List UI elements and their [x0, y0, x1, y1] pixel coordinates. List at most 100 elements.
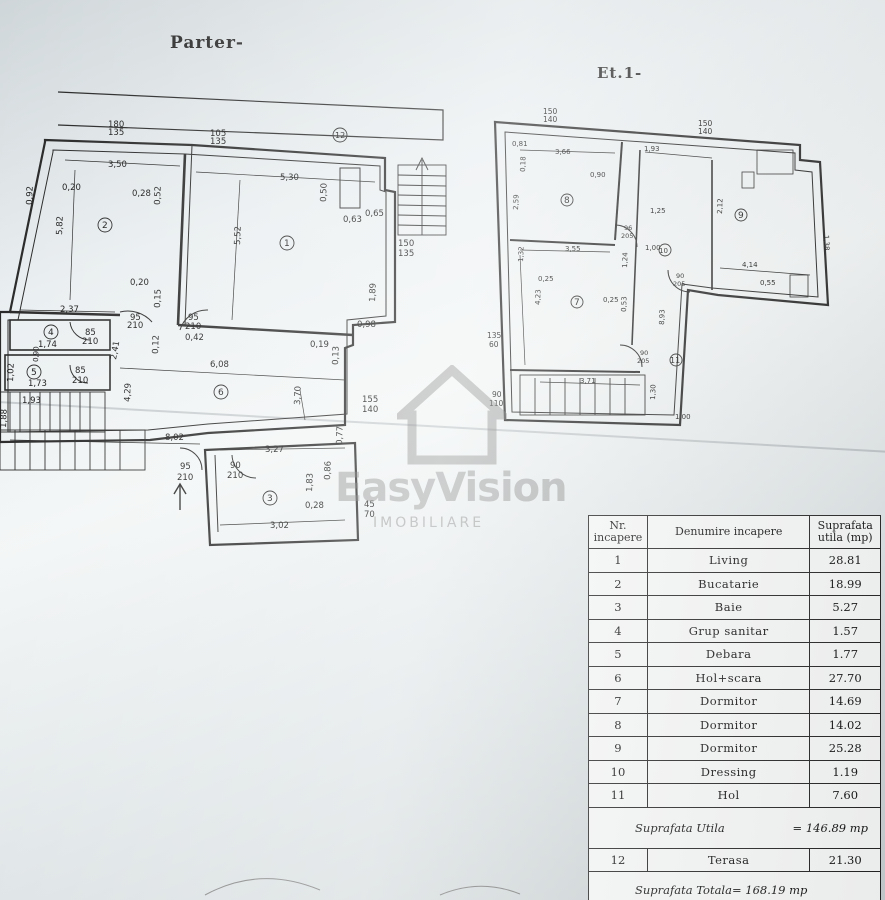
dim-label: 0,63 [343, 215, 362, 225]
useful-area-row: Suprafata Utila = 146.89 mp [588, 806, 881, 849]
dim-label: 4,14 [742, 261, 758, 269]
door-label: 210 [127, 321, 143, 331]
room-name-cell: Hol [646, 783, 811, 808]
dim-label: 150 [698, 119, 713, 128]
dim-label: 0,13 [331, 346, 342, 365]
total-area-label: Suprafata Totala [635, 883, 732, 897]
dim-label: 4,23 [534, 289, 543, 305]
room-label-2: 2 [102, 221, 108, 231]
dim-label: 3,50 [108, 160, 127, 170]
dim-label: 1,89 [368, 283, 379, 302]
dim-label: 135 [210, 137, 226, 147]
room-name-cell: Dormitor [646, 689, 811, 714]
dim-label: 0,15 [153, 289, 164, 308]
room-number-cell: 2 [588, 571, 648, 596]
header-room-name: Denumire incapere [646, 515, 811, 549]
room-number-cell: 10 [588, 759, 648, 784]
room-area-cell: 1.57 [809, 618, 881, 643]
dim-label: 45 [364, 500, 375, 510]
dim-label: 1,38 [822, 235, 831, 251]
first-outer-wall [493, 120, 830, 427]
first-floor-heading: Et.1- [597, 64, 643, 82]
dim-label: 2,12 [716, 198, 725, 214]
dim-label: 0,50 [319, 183, 330, 202]
dim-label: 3,55 [565, 245, 581, 253]
door-label: 95 [180, 462, 191, 472]
room-label-6: 6 [218, 388, 224, 398]
dim-label: 3,71 [580, 377, 596, 385]
ground-floor-plan [0, 91, 447, 547]
door-label: 210 [185, 322, 201, 332]
room-number-cell: 8 [588, 712, 648, 737]
dim-label: 0,20 [130, 278, 149, 288]
stamp-outline-2 [439, 885, 521, 896]
dim-label: 3,02 [270, 521, 289, 531]
dim-label: 140 [362, 405, 378, 415]
dim-label: 1,25 [650, 207, 666, 215]
header-area: Suprafata utila (mp) [809, 515, 881, 549]
dim-label: 1,93 [22, 396, 41, 406]
first-floor-plan [493, 120, 830, 427]
room-number-cell: 5 [588, 642, 648, 667]
dim-label: 0,86 [323, 461, 334, 480]
room-number-labels: 1 2 3 4 5 6 7 8 9 10 11 12 [31, 131, 744, 504]
door-label: 210 [72, 376, 88, 386]
useful-area-cell: Suprafata Utila = 146.89 mp [588, 806, 881, 849]
useful-area-label: Suprafata Utila [635, 820, 725, 835]
door-label: 95 [130, 313, 141, 323]
dim-label: 90 [640, 349, 648, 357]
dim-label: 0,28 [305, 501, 324, 511]
ground-outer-wall [0, 138, 397, 444]
dim-label: 0,18 [519, 156, 528, 172]
dim-label: 5,52 [233, 226, 244, 245]
dim-label: 6,08 [210, 360, 229, 370]
room-name-cell: Dormitor [646, 712, 811, 737]
room-label-11: 11 [670, 356, 680, 365]
room-area-cell: 14.69 [809, 689, 881, 714]
room-name-cell: Terasa [646, 847, 811, 872]
dim-label: 0,90 [590, 171, 606, 179]
dim-label: 3,66 [555, 148, 571, 156]
room-number-cell: 4 [588, 618, 648, 643]
dim-label: 0,25 [603, 296, 619, 304]
area-table-header: Nr. incapere Denumire incapere Suprafata… [588, 515, 881, 549]
area-table: Nr. incapere Denumire incapere Suprafata… [588, 515, 881, 900]
dim-label: 0,42 [185, 333, 204, 343]
dim-label: 205 [637, 357, 649, 365]
dim-label: 150 [543, 107, 558, 116]
dim-label: 0,19 [310, 340, 329, 350]
room-area-cell: 27.70 [809, 665, 881, 690]
dim-label: 8,93 [658, 309, 667, 325]
room-name-cell: Bucatarie [646, 571, 811, 596]
dim-label: 3,70 [293, 386, 304, 405]
first-floor-stairs [519, 374, 646, 416]
room-area-cell: 7.60 [809, 783, 881, 808]
dim-label: 96 [624, 224, 632, 232]
dim-label: 90 [492, 390, 502, 399]
dim-label: 1,00 [675, 413, 691, 421]
room-label-10: 10 [659, 247, 668, 255]
dim-label: 8,02 [165, 433, 184, 443]
dim-label: 0,92 [25, 186, 36, 205]
dim-label: 1,30 [649, 384, 658, 400]
door-label: 85 [85, 328, 96, 338]
room-name-cell: Dressing [646, 759, 811, 784]
dim-label: 0,81 [512, 140, 528, 148]
useful-area-value: = 146.89 mp [792, 820, 868, 835]
room-name-cell: Dormitor [646, 736, 811, 761]
dim-label: 205 [621, 232, 633, 240]
dim-label: 1,02 [6, 363, 17, 382]
room-label-9: 9 [738, 211, 744, 221]
dim-label: 0,98 [357, 320, 376, 330]
dim-label: 5,82 [55, 216, 66, 235]
dim-label: 0,90 [32, 346, 41, 362]
room-area-cell: 18.99 [809, 571, 881, 596]
room-area-cell: 5.27 [809, 595, 881, 620]
total-area-row: Suprafata Totala= 168.19 mp [588, 871, 881, 900]
